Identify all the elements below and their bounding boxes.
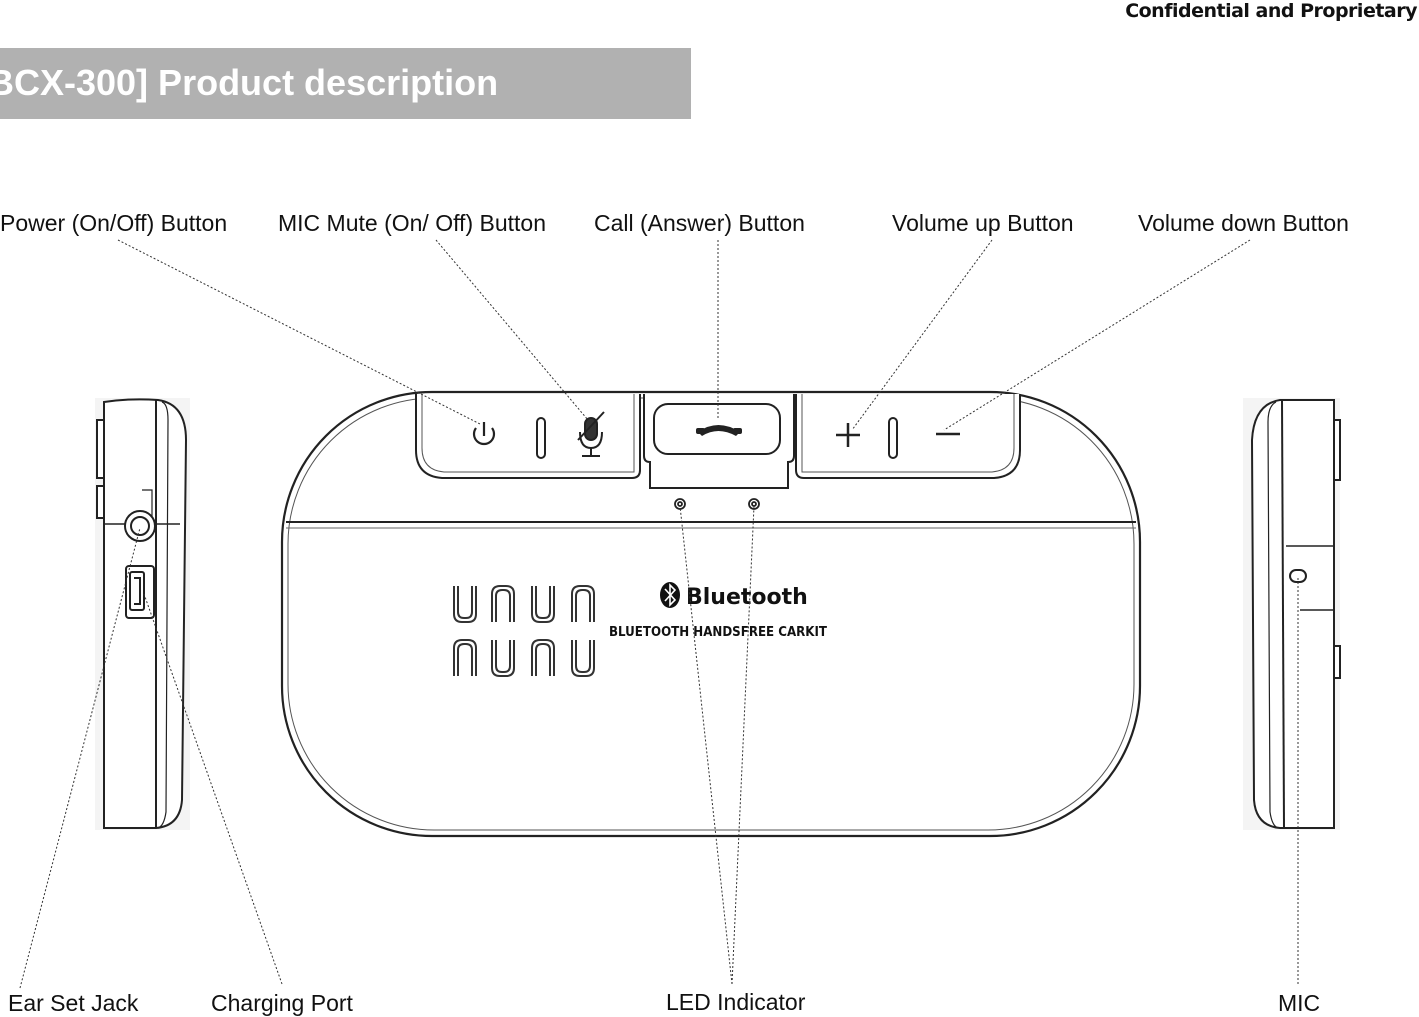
bluetooth-icon xyxy=(660,582,680,608)
power-icon xyxy=(472,422,496,446)
device-left-side-view xyxy=(95,398,190,830)
plus-icon xyxy=(836,423,860,447)
device-front-view xyxy=(280,390,1142,838)
confidential-notice: Confidential and Proprietary xyxy=(1125,0,1417,22)
page-title: BCX-300] Product description xyxy=(0,62,499,103)
button-divider xyxy=(888,417,898,459)
label-call-button: Call (Answer) Button xyxy=(594,210,805,236)
brand-logo xyxy=(453,585,595,677)
label-ear-set-jack: Ear Set Jack xyxy=(8,990,139,1016)
label-volume-down-button: Volume down Button xyxy=(1138,210,1349,236)
label-power-button: Power (On/Off) Button xyxy=(0,210,228,236)
device-subtitle: BLUETOOTH HANDSFREE CARKIT xyxy=(609,624,828,640)
phone-icon xyxy=(696,425,742,436)
label-mic: MIC xyxy=(1278,990,1321,1016)
device-right-side-view xyxy=(1243,398,1341,830)
label-charging-port: Charging Port xyxy=(211,990,353,1016)
leader-lines xyxy=(19,239,1299,989)
title-banner: BCX-300] Product description xyxy=(0,48,691,119)
button-divider xyxy=(536,417,546,459)
label-mic-mute-button: MIC Mute (On/ Off) Button xyxy=(278,210,546,236)
label-led-indicator: LED Indicator xyxy=(666,989,806,1015)
bluetooth-wordmark: Bluetooth xyxy=(686,585,808,610)
label-volume-up-button: Volume up Button xyxy=(892,210,1074,236)
mic-mute-icon xyxy=(577,411,605,457)
